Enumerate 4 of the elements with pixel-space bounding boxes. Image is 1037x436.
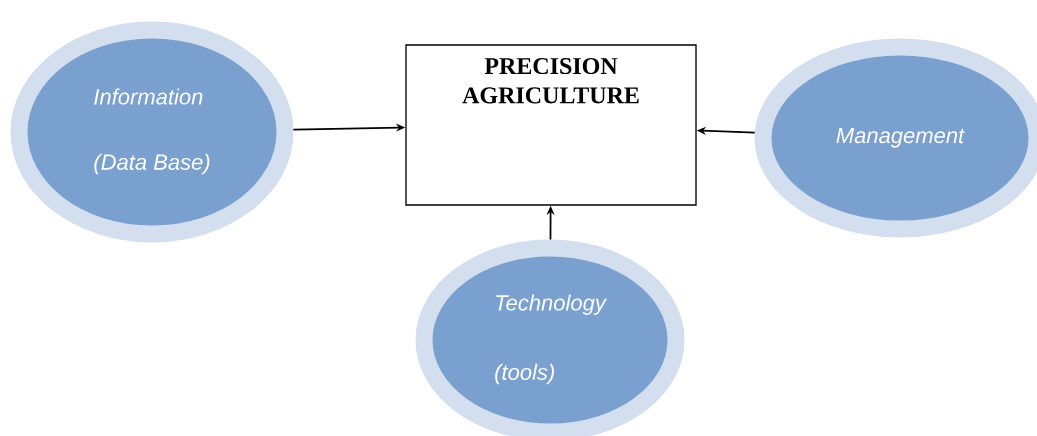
ellipse-node: Information (Data Base) (10, 21, 294, 243)
ellipse-node: Management (754, 38, 1037, 238)
ellipse-node: Technology (tools) (415, 239, 685, 436)
process-box: PRECISION AGRICULTURE (405, 44, 697, 206)
